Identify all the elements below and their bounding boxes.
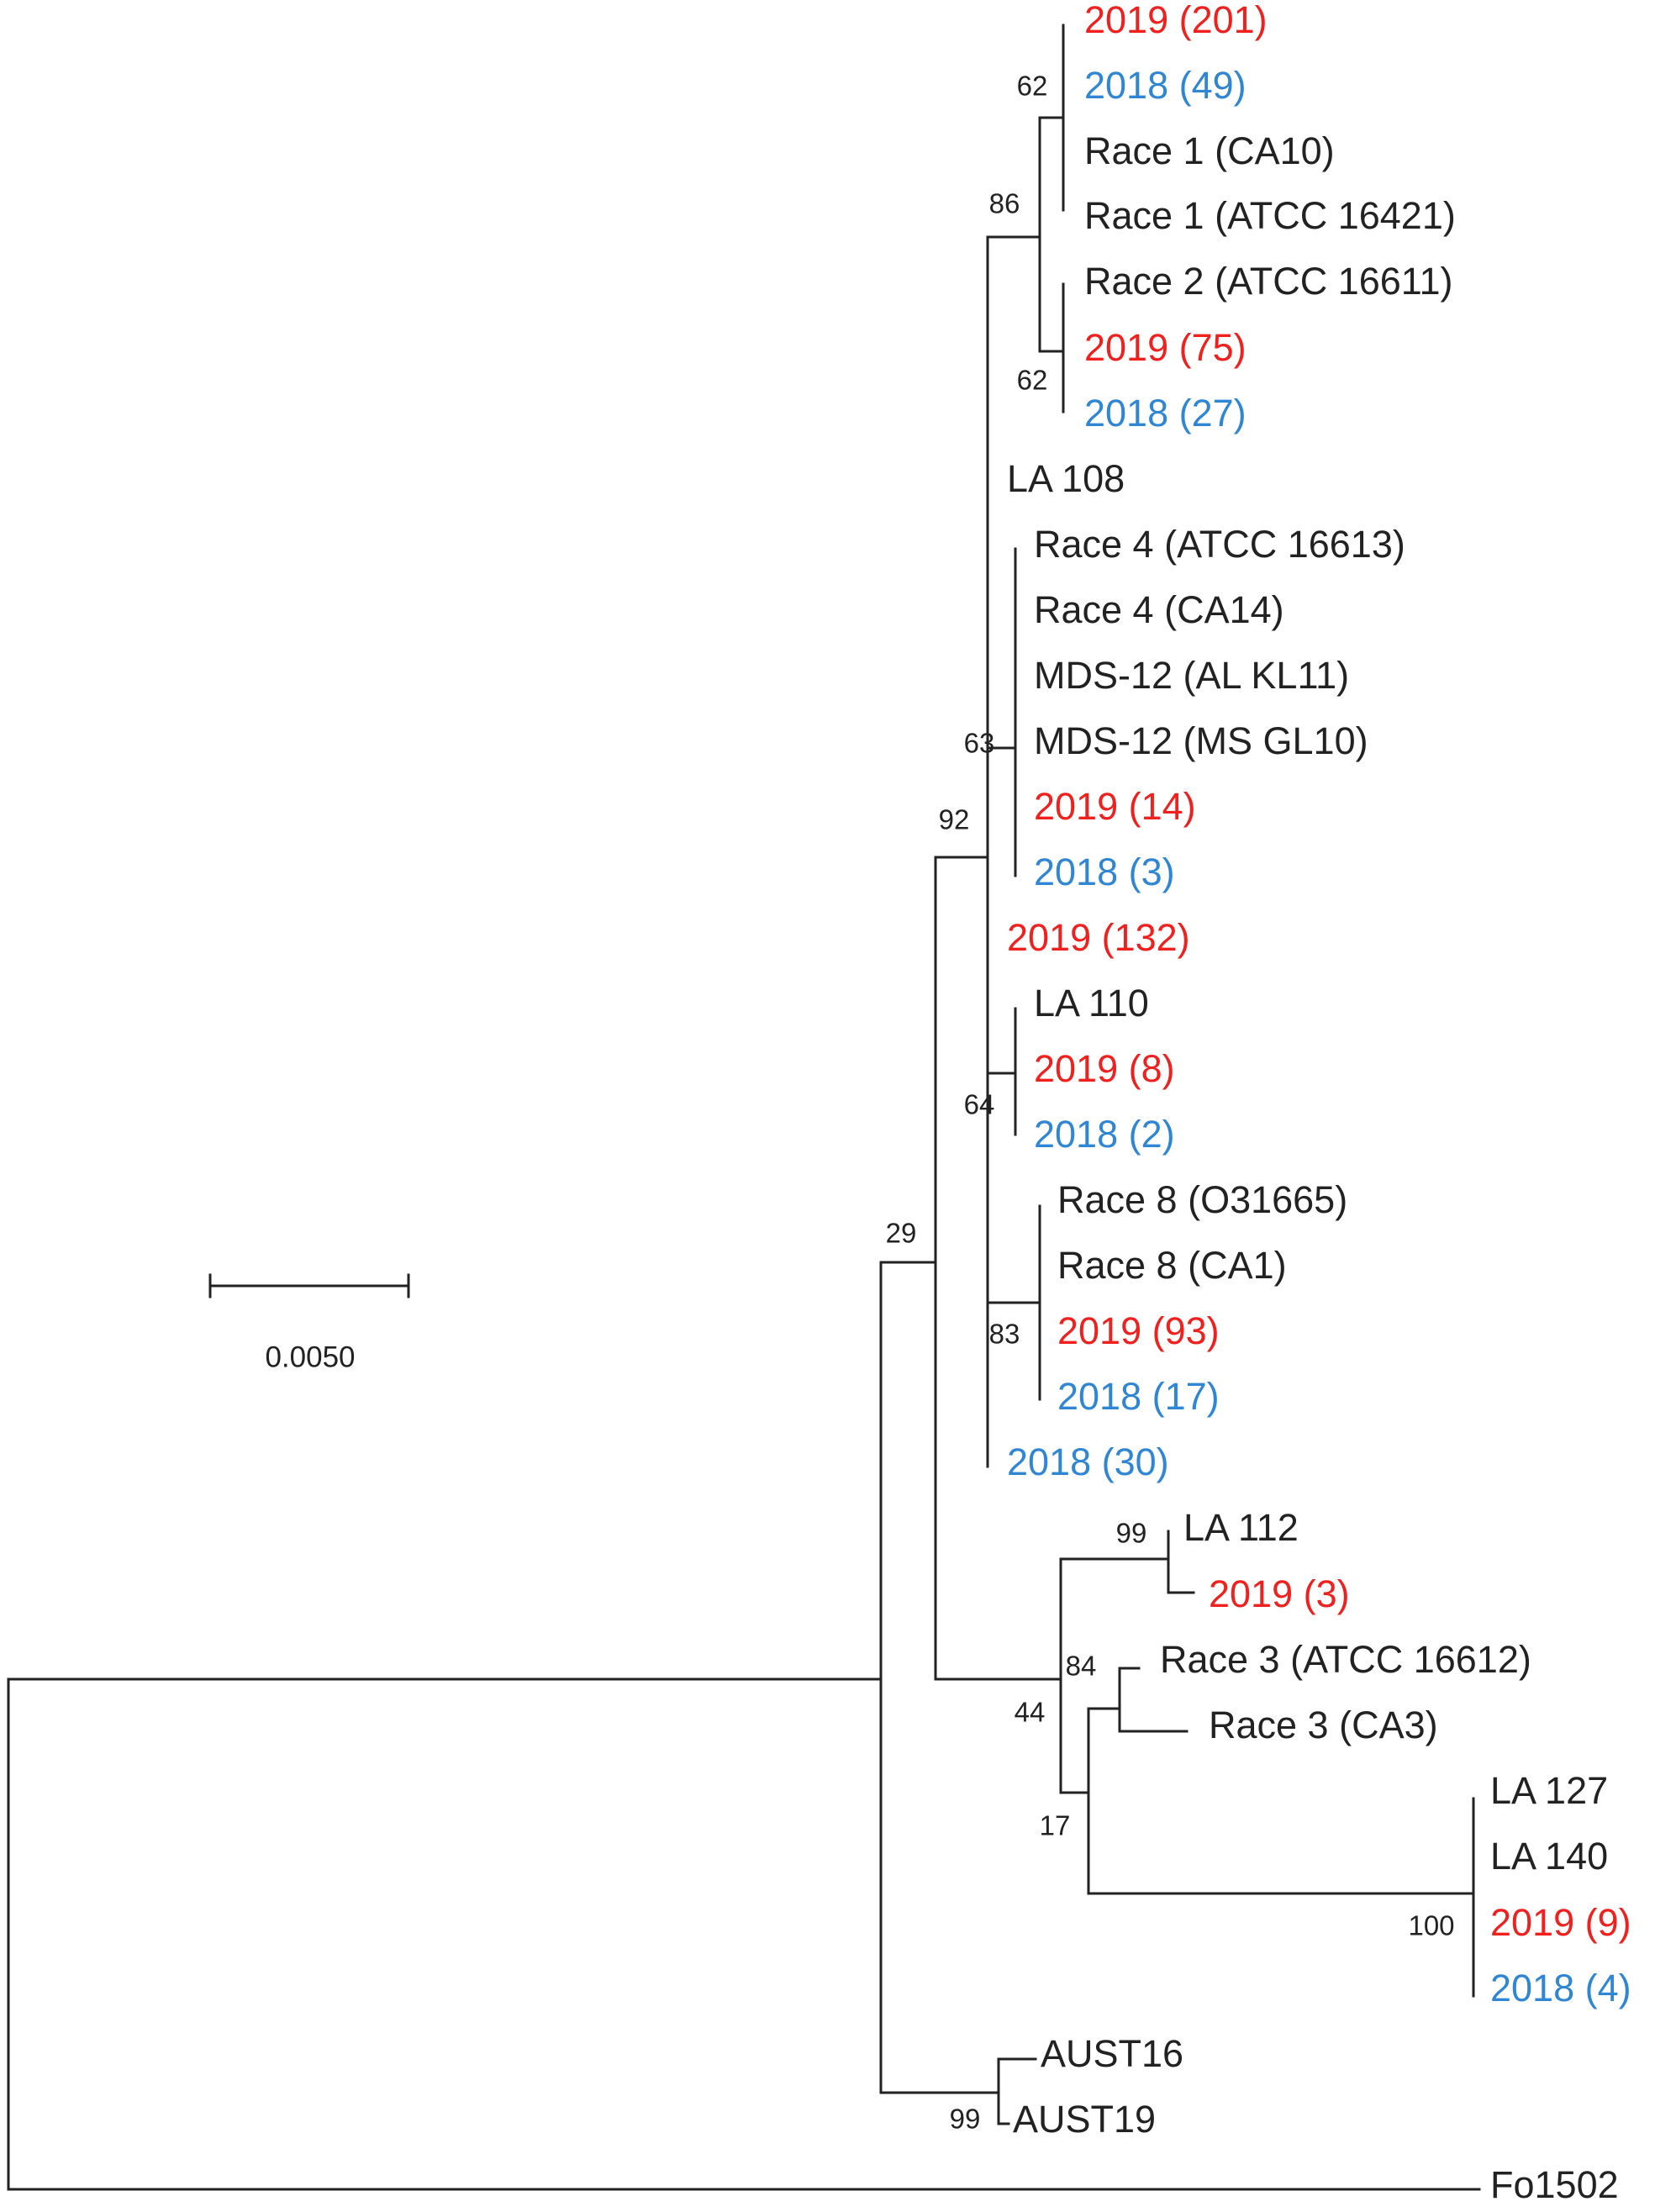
- taxon-label: Race 3 (CA3): [1209, 1704, 1438, 1746]
- bootstrap-value: 62: [1017, 365, 1048, 396]
- scale-bar-line: [208, 1273, 410, 1298]
- bootstrap-value: 86: [989, 188, 1020, 219]
- taxon-label: 2018 (17): [1057, 1375, 1220, 1418]
- branch-node-44: [1059, 1557, 1170, 1794]
- taxon-label: Fo1502: [1490, 2163, 1619, 2206]
- scale-bar-label: 0.0050: [265, 1340, 355, 1373]
- branch-aust-clade: [997, 2057, 1037, 2125]
- taxon-label: 2018 (4): [1490, 1967, 1631, 2009]
- taxon-label: LA 108: [1007, 457, 1125, 500]
- taxon-label: 2018 (3): [1034, 851, 1175, 893]
- bootstrap-value: 83: [989, 1319, 1020, 1350]
- taxon-label: 2018 (27): [1084, 392, 1247, 434]
- tree-branches: [7, 24, 1481, 2191]
- taxon-label: LA 110: [1034, 982, 1149, 1024]
- branch-clade-84: [1087, 1667, 1189, 1733]
- taxon-label: 2019 (93): [1057, 1309, 1220, 1352]
- branch-node-17: [1087, 1707, 1475, 1895]
- taxon-label: MDS-12 (AL KL11): [1034, 654, 1349, 697]
- bootstrap-value: 92: [939, 804, 970, 835]
- taxon-label: AUST16: [1041, 2032, 1183, 2075]
- taxon-label: Race 4 (ATCC 16613): [1034, 523, 1405, 566]
- taxon-label: Race 3 (ATCC 16612): [1160, 1638, 1531, 1681]
- branch-node-92: [934, 856, 1062, 1681]
- branch-clade-86: [1038, 116, 1065, 353]
- taxon-label: Race 1 (ATCC 16421): [1084, 194, 1456, 237]
- bootstrap-value: 17: [1040, 1810, 1071, 1841]
- bootstrap-value: 84: [1066, 1651, 1097, 1682]
- branch-main-polytomy: [986, 235, 1041, 1468]
- branch-clade-99-la112: [1167, 1530, 1195, 1594]
- taxon-label: 2019 (8): [1034, 1047, 1175, 1090]
- bootstrap-value: 100: [1408, 1910, 1454, 1941]
- taxon-label: 2018 (30): [1007, 1440, 1169, 1483]
- taxon-label: LA 140: [1490, 1835, 1608, 1878]
- taxon-label: Race 4 (CA14): [1034, 588, 1284, 631]
- taxon-label: AUST19: [1013, 2098, 1156, 2141]
- taxon-label: 2019 (201): [1084, 0, 1268, 41]
- taxon-label: Race 8 (CA1): [1057, 1244, 1287, 1287]
- taxon-label: LA 127: [1490, 1769, 1608, 1812]
- root-branch: [7, 1677, 1481, 2191]
- taxon-label: 2019 (132): [1007, 916, 1190, 959]
- taxon-label: 2019 (14): [1034, 785, 1196, 828]
- taxon-label: Race 2 (ATCC 16611): [1084, 260, 1453, 303]
- branch-node-29: [879, 1261, 1000, 2094]
- taxon-label: 2019 (75): [1084, 326, 1247, 369]
- bootstrap-value: 29: [886, 1218, 917, 1249]
- taxon-label: 2019 (3): [1209, 1572, 1350, 1615]
- bootstrap-value: 99: [1116, 1518, 1147, 1549]
- taxon-label: Race 1 (CA10): [1084, 129, 1335, 172]
- taxon-label: Race 8 (O31665): [1057, 1178, 1347, 1221]
- bootstrap-value: 64: [964, 1089, 995, 1120]
- branch-clade-63: [986, 547, 1017, 877]
- branch-clade-83: [992, 1204, 1041, 1401]
- taxon-label: 2018 (2): [1034, 1113, 1175, 1156]
- bootstrap-value: 62: [1017, 71, 1048, 102]
- taxon-label: MDS-12 (MS GL10): [1034, 719, 1368, 762]
- taxon-label: 2018 (49): [1084, 64, 1247, 107]
- bootstrap-labels: 62 86 62 63 92 64 29 83 99 84 44 17 100 …: [886, 71, 1455, 2135]
- bootstrap-value: 99: [950, 2104, 981, 2135]
- bootstrap-value: 63: [964, 728, 995, 759]
- taxon-label: 2019 (9): [1490, 1901, 1631, 1944]
- bootstrap-value: 44: [1015, 1697, 1046, 1728]
- taxon-label: LA 112: [1183, 1506, 1299, 1549]
- branch-clade-64: [986, 1007, 1017, 1136]
- taxon-labels: 2019 (201) 2018 (49) Race 1 (CA10) Race …: [1007, 0, 1631, 2206]
